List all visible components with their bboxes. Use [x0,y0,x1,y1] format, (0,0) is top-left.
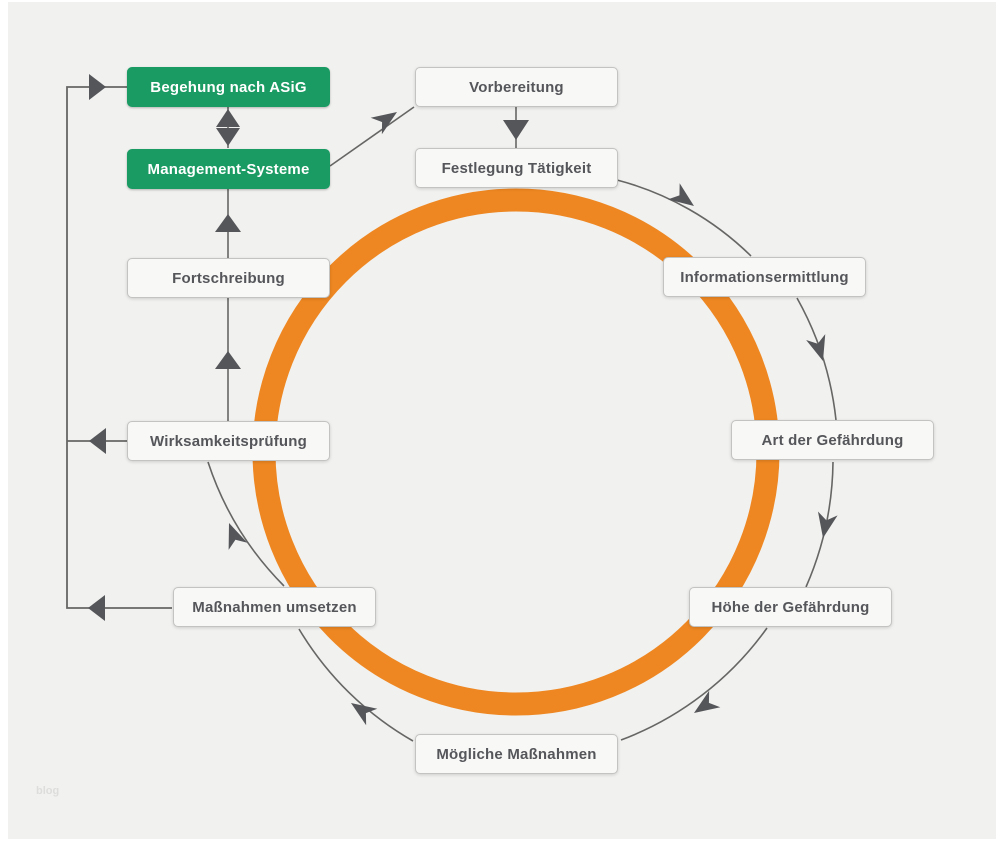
node-informationsermittlung: Informationsermittlung [663,257,866,297]
arrow-to-hoehe-icon [817,511,838,538]
node-begehung-nach-asig: Begehung nach ASiG [127,67,330,107]
node-massnahmen-umsetzen: Maßnahmen umsetzen [173,587,376,627]
arrow-to-umsetzen-icon [351,703,378,726]
arrow-left-wirksamkeit-icon [89,428,106,454]
arrow-right-feedback-icon [89,74,106,100]
arrow-left-umsetzen-icon [88,595,105,621]
node-art-der-gefaehrdung: Art der Gefährdung [731,420,934,460]
flow-arrowheads [228,112,838,726]
node-management-systeme: Management-Systeme [127,149,330,189]
arrow-up-management-icon [215,214,241,232]
arc-festlegung-information [616,179,752,257]
straight-arrowheads [88,74,529,621]
node-moegliche-massnahmen: Mögliche Maßnahmen [415,734,618,774]
arc-moegliche-umsetzen [298,628,414,742]
node-hoehe-der-gefaehrdung: Höhe der Gefährdung [689,587,892,627]
line-management-vorbereitung [329,106,415,167]
arrow-to-moegliche-icon [694,690,721,713]
arrow-up-begehung-icon [216,109,240,127]
arrow-to-vorbereitung-icon [370,112,397,135]
arc-information-art [796,297,837,421]
node-wirksamkeitspruefung: Wirksamkeitsprüfung [127,421,330,461]
node-festlegung-taetigkeit: Festlegung Tätigkeit [415,148,618,188]
arrow-down-management-icon [216,128,240,146]
cycle-flow-arcs [207,179,837,742]
arrow-to-information-icon [667,183,694,206]
arrow-down-festlegung-icon [503,120,529,140]
arc-umsetzen-wirksamkeit [207,461,285,587]
arrow-to-art-icon [806,334,826,361]
arc-hoehe-moegliche [620,627,768,741]
node-vorbereitung: Vorbereitung [415,67,618,107]
blog-watermark: blog [36,785,60,797]
node-fortschreibung: Fortschreibung [127,258,330,298]
arrow-up-fortschreibung-icon [215,351,241,369]
arrow-to-wirksamkeit-icon [228,523,248,550]
